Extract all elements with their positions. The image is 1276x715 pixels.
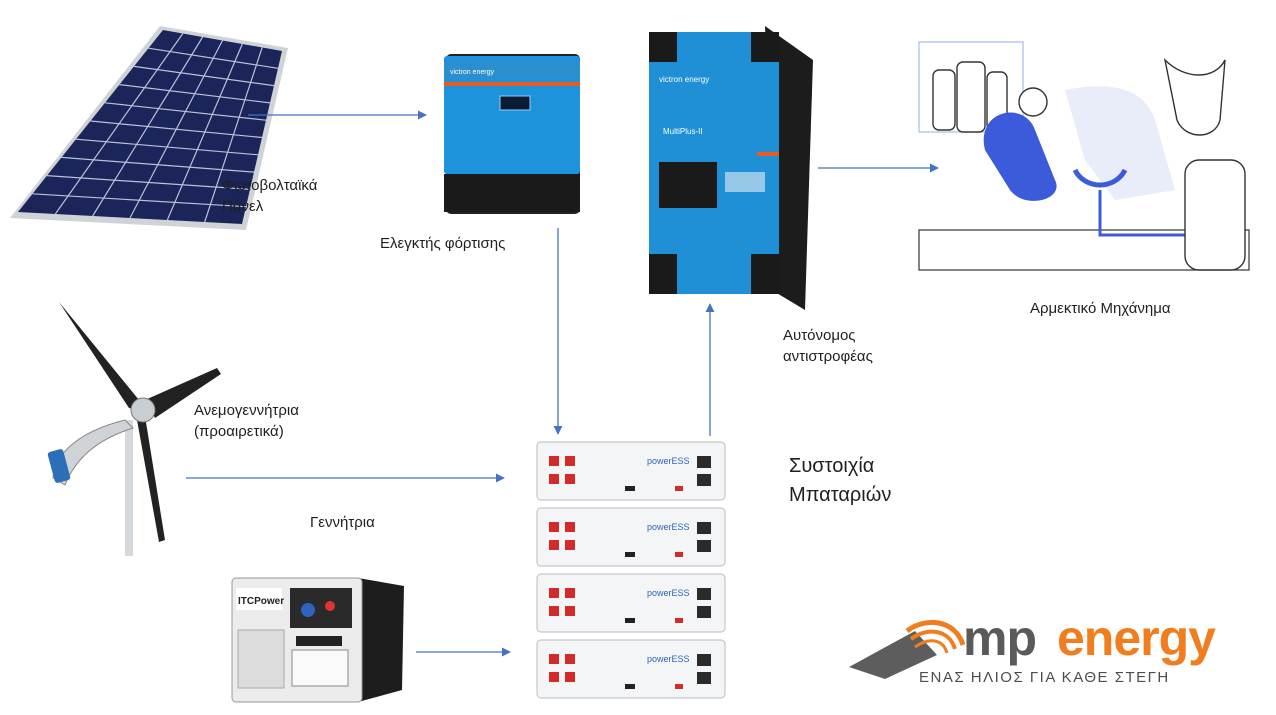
solar-panel-label: Φωτοβολταϊκά Πάνελ (222, 175, 317, 217)
company-logo: mp energy ΕΝΑΣ ΗΛΙΟΣ ΓΙΑ ΚΑΘΕ ΣΤΕΓΗ (845, 605, 1245, 705)
battery-bank-label: Συστοιχία Μπαταριών (789, 452, 891, 510)
wind-turbine-label-line1: Ανεμογεννήτρια (194, 402, 299, 419)
logo-name-mp: mp (963, 610, 1037, 666)
inverter-brand-text: victron energy (659, 75, 709, 84)
wind-turbine-label: Ανεμογεννήτρια (προαιρετικά) (194, 400, 299, 442)
inverter-label-line2: αντιστροφέας (783, 348, 873, 365)
generator-image: ITCPower (228, 570, 406, 710)
solar-panel-label-line1: Φωτοβολταϊκά (222, 177, 318, 194)
battery-brand-text: powerESS (647, 456, 690, 466)
battery-brand-text: powerESS (647, 654, 690, 664)
battery-module: powerESS (536, 441, 726, 501)
sun-rays-icon (849, 620, 965, 679)
battery-bank-label-line2: Μπαταριών (789, 484, 892, 506)
battery-brand-text: powerESS (647, 522, 690, 532)
solar-panel-image (10, 22, 288, 230)
milking-machine-label-text: Αρμεκτικό Μηχάνημα (1030, 300, 1171, 317)
generator-label-text: Γεννήτρια (310, 514, 375, 531)
battery-module: powerESS (536, 639, 726, 699)
wind-turbine-label-line2: (προαιρετικά) (194, 423, 284, 440)
battery-bank-label-line1: Συστοιχία (789, 455, 875, 477)
milking-machine-illustration (915, 40, 1255, 280)
inverter-model-text: MultiPlus-II (663, 127, 703, 136)
logo-slogan: ΕΝΑΣ ΗΛΙΟΣ ΓΙΑ ΚΑΘΕ ΣΤΕΓΗ (919, 669, 1170, 686)
battery-module: powerESS (536, 573, 726, 633)
solar-panel-label-line2: Πάνελ (222, 198, 264, 215)
milking-machine-label: Αρμεκτικό Μηχάνημα (1030, 298, 1171, 319)
battery-module: powerESS (536, 507, 726, 567)
logo-name-energy: energy (1057, 610, 1216, 666)
generator-label: Γεννήτρια (310, 512, 375, 533)
generator-brand-text: ITCPower (238, 596, 284, 607)
charge-controller-label-text: Ελεγκτής φόρτισης (380, 235, 506, 252)
charge-controller-label: Ελεγκτής φόρτισης (380, 233, 505, 254)
controller-brand-text: victron energy (450, 69, 494, 76)
battery-brand-text: powerESS (647, 588, 690, 598)
battery-stack-image: powerESS powerESS powerESS powerESS (535, 440, 730, 706)
wind-turbine-image (45, 300, 225, 558)
inverter-label: Αυτόνομος αντιστροφέας (783, 325, 873, 367)
inverter-label-line1: Αυτόνομος (783, 327, 856, 344)
inverter-image: victron energy MultiPlus-II (645, 22, 815, 312)
charge-controller-image: victron energy (438, 52, 588, 217)
